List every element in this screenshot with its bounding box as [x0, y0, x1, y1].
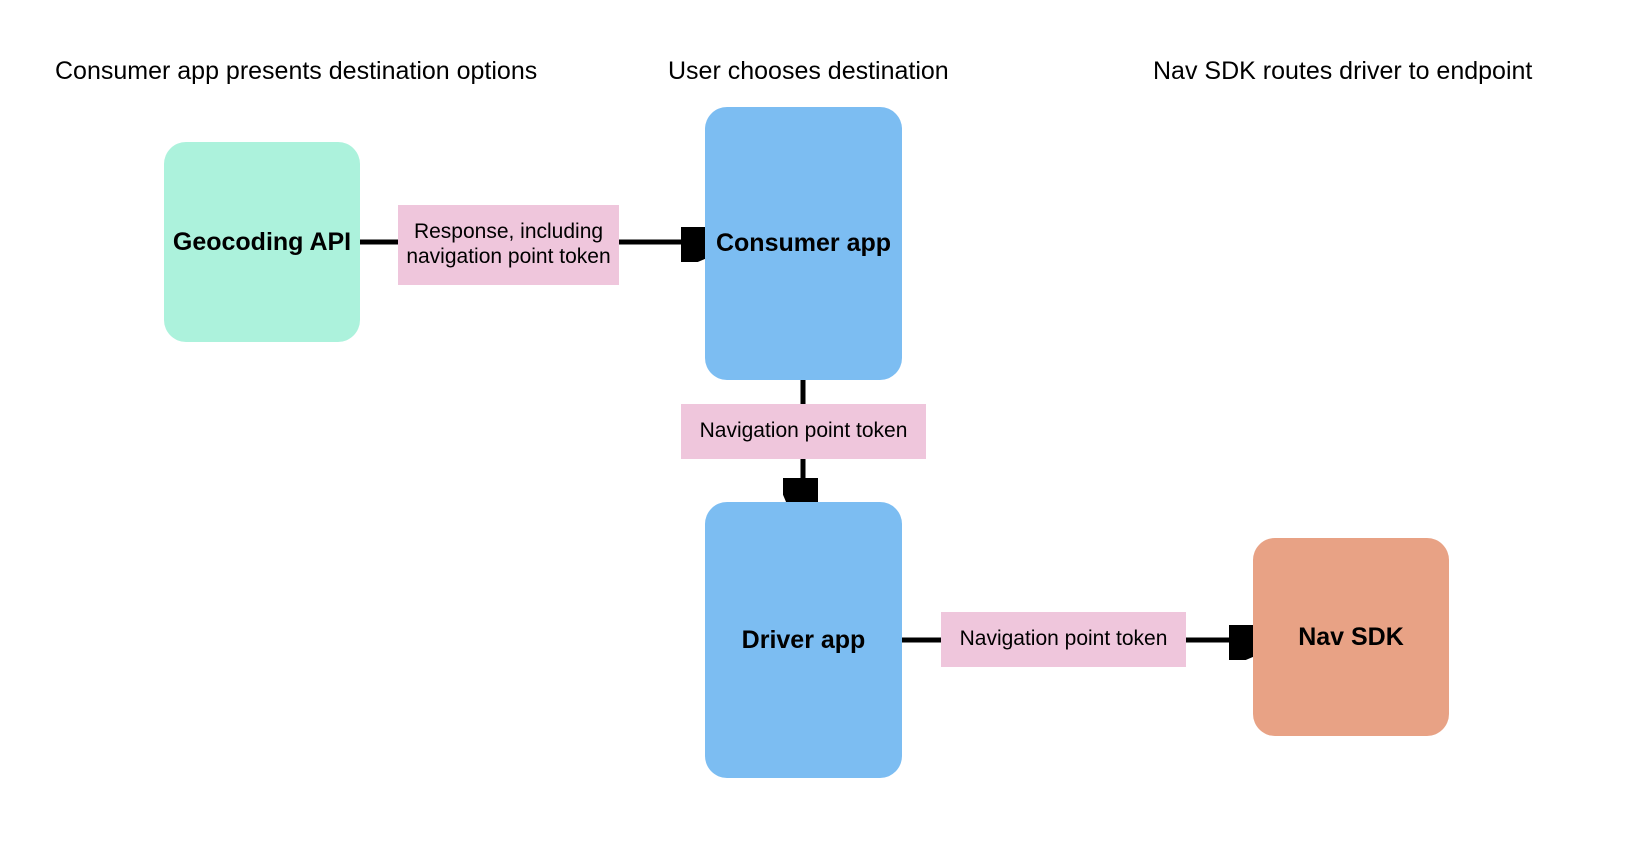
node-driver-app-label: Driver app [741, 625, 866, 654]
edge-label-navigation-point-token-horizontal: Navigation point token [941, 612, 1186, 667]
node-driver-app[interactable]: Driver app [705, 502, 902, 778]
caption-user-chooses-destination: User chooses destination [668, 57, 949, 85]
edge-label-token-vertical-text: Navigation point token [699, 419, 908, 443]
edge-label-token-horizontal-text: Navigation point token [959, 627, 1168, 651]
caption-nav-sdk-routes-driver: Nav SDK routes driver to endpoint [1153, 57, 1533, 85]
node-nav-sdk[interactable]: Nav SDK [1253, 538, 1449, 736]
node-geocoding-api[interactable]: Geocoding API [164, 142, 360, 342]
node-geocoding-api-label: Geocoding API [172, 227, 352, 256]
node-nav-sdk-label: Nav SDK [1298, 622, 1404, 651]
edge-label-navigation-point-token-vertical: Navigation point token [681, 404, 926, 459]
edge-label-response-including-token: Response, including navigation point tok… [398, 205, 619, 285]
node-consumer-app[interactable]: Consumer app [705, 107, 902, 380]
caption-consumer-app-presents: Consumer app presents destination option… [55, 57, 538, 85]
node-consumer-app-label: Consumer app [715, 229, 892, 257]
edge-label-response-text: Response, including navigation point tok… [406, 220, 611, 268]
